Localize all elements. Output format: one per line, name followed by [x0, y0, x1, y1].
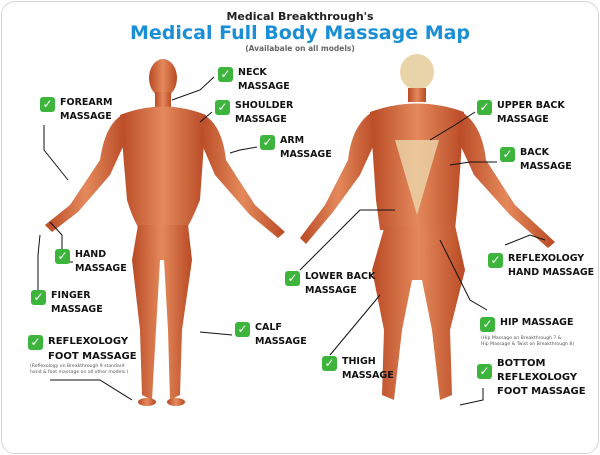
- label-line: MASSAGE: [280, 149, 332, 160]
- check-icon: ✓: [322, 356, 337, 371]
- label-arm-massage: ✓ ARM MASSAGE: [260, 134, 332, 162]
- check-icon: ✓: [28, 335, 43, 350]
- check-icon: ✓: [235, 322, 250, 337]
- label-line: REFLEXOLOGY: [508, 253, 585, 264]
- note-line: (Reflexology on Breakthrough 9 standard: [30, 364, 125, 369]
- label-line: FINGER: [51, 290, 91, 301]
- check-icon: ✓: [31, 290, 46, 305]
- label-line: ARM: [280, 135, 305, 146]
- label-line: FOOT MASSAGE: [48, 351, 137, 362]
- label-hand-massage: ✓ HAND MASSAGE: [55, 248, 127, 276]
- label-line: UPPER BACK: [497, 100, 565, 111]
- label-reflexology-foot-massage: ✓ REFLEXOLOGY FOOT MASSAGE: [28, 334, 137, 364]
- label-line: THIGH: [342, 356, 376, 367]
- check-icon: ✓: [55, 249, 70, 264]
- label-hip-massage: ✓ HIP MASSAGE: [480, 316, 573, 332]
- label-line: CALF: [255, 322, 282, 333]
- label-forearm-massage: ✓ FOREARM MASSAGE: [40, 96, 113, 124]
- check-icon: ✓: [480, 317, 495, 332]
- back-body: [300, 54, 555, 400]
- label-line: MASSAGE: [255, 336, 307, 347]
- label-calf-massage: ✓ CALF MASSAGE: [235, 321, 307, 349]
- note-line: (Hip Massage on Breakthrough 7 &: [481, 336, 562, 341]
- label-line: FOOT MASSAGE: [497, 386, 586, 397]
- label-line: NECK: [238, 67, 267, 78]
- check-icon: ✓: [260, 135, 275, 150]
- page-title: Medical Full Body Massage Map: [129, 22, 471, 44]
- label-line: MASSAGE: [51, 304, 103, 315]
- label-line: MASSAGE: [497, 114, 549, 125]
- label-reflexology-hand-massage: ✓ REFLEXOLOGY HAND MASSAGE: [488, 252, 594, 280]
- label-line: MASSAGE: [235, 114, 287, 125]
- brand-subtitle: Medical Breakthrough's: [226, 10, 374, 23]
- label-line: MASSAGE: [342, 370, 394, 381]
- check-icon: ✓: [488, 253, 503, 268]
- label-line: REFLEXOLOGY: [48, 336, 129, 347]
- label-finger-massage: ✓ FINGER MASSAGE: [31, 289, 103, 317]
- check-icon: ✓: [500, 147, 515, 162]
- label-line: HAND: [75, 249, 107, 260]
- check-icon: ✓: [285, 271, 300, 286]
- check-icon: ✓: [477, 364, 492, 379]
- note-line: hand & foot massage on all other models.…: [30, 370, 129, 375]
- label-line: FOREARM: [60, 97, 113, 108]
- label-bottom-reflexology-foot-massage: ✓ BOTTOM REFLEXOLOGY FOOT MASSAGE: [477, 357, 586, 399]
- label-line: HAND MASSAGE: [508, 267, 595, 278]
- label-neck-massage: ✓ NECK MASSAGE: [218, 66, 290, 94]
- label-line: LOWER BACK: [305, 271, 376, 282]
- label-line: MASSAGE: [60, 111, 112, 122]
- check-icon: ✓: [215, 100, 230, 115]
- label-shoulder-massage: ✓ SHOULDER MASSAGE: [215, 99, 293, 127]
- check-icon: ✓: [477, 100, 492, 115]
- label-line: SHOULDER: [235, 100, 294, 111]
- label-line: MASSAGE: [520, 161, 572, 172]
- label-line: REFLEXOLOGY: [497, 372, 578, 383]
- label-line: HIP MASSAGE: [500, 317, 574, 328]
- label-line: BACK: [520, 147, 549, 158]
- check-icon: ✓: [218, 67, 233, 82]
- label-back-massage: ✓ BACK MASSAGE: [500, 146, 572, 174]
- front-body: [45, 59, 285, 406]
- hip-note: (Hip Massage on Breakthrough 7 &Hip Mass…: [481, 336, 574, 348]
- availability-note: (Availabale on all models): [245, 44, 355, 53]
- leader-lines: [37, 76, 546, 406]
- label-lower-back-massage: ✓ LOWER BACK MASSAGE: [285, 270, 375, 298]
- label-thigh-massage: ✓ THIGH MASSAGE: [322, 355, 394, 383]
- label-upper-back-massage: ✓ UPPER BACK MASSAGE: [477, 99, 565, 127]
- label-line: MASSAGE: [238, 81, 290, 92]
- note-line: Hip Massage & Twist on Breakthrough 8): [481, 342, 575, 347]
- label-line: MASSAGE: [75, 263, 127, 274]
- label-line: BOTTOM: [497, 358, 546, 369]
- check-icon: ✓: [40, 97, 55, 112]
- label-line: MASSAGE: [305, 285, 357, 296]
